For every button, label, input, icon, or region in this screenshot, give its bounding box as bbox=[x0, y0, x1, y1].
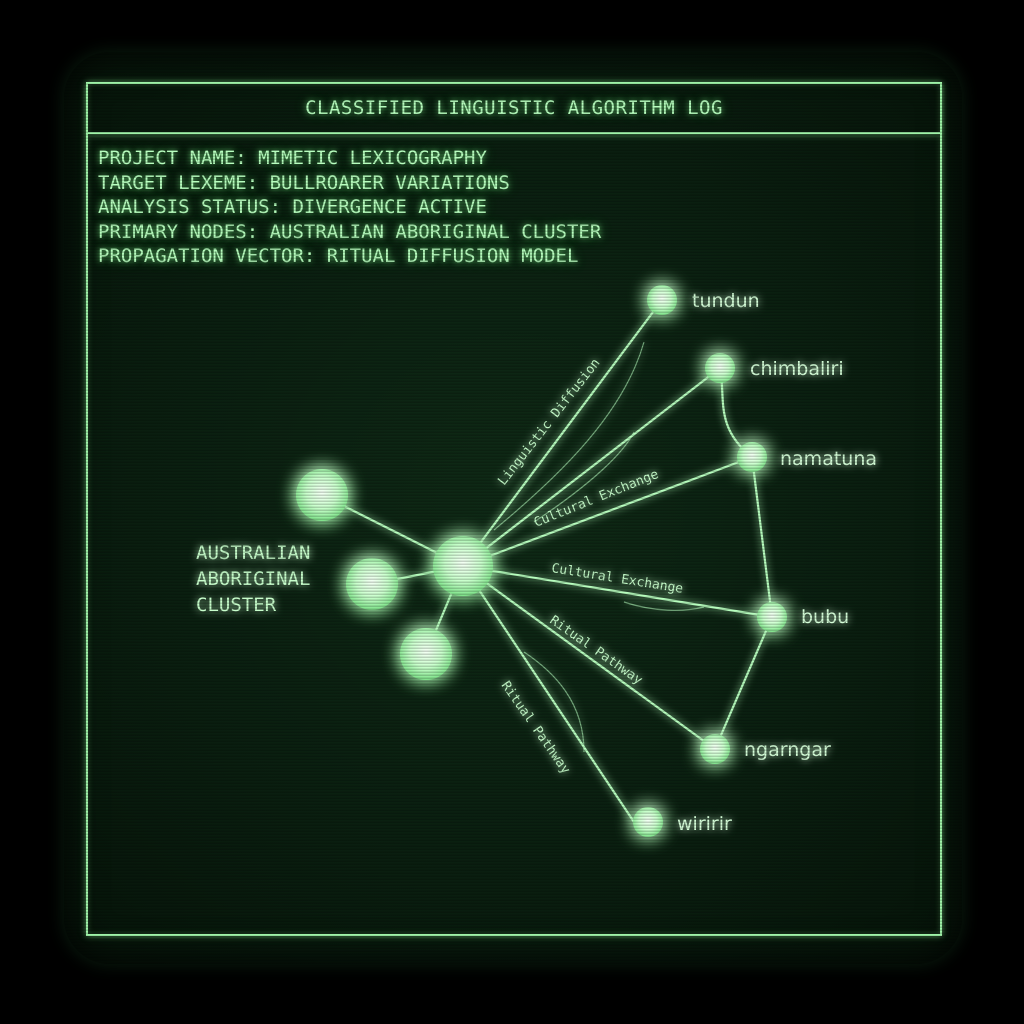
node-bubu bbox=[757, 602, 787, 632]
label-chimbaliri: chimbaliri bbox=[750, 358, 844, 380]
edge-namatuna-bubu bbox=[750, 456, 774, 618]
diffusion-diagram: tundun chimbaliri namatuna bubu ngarngar… bbox=[196, 285, 877, 837]
edge-to-wiririr bbox=[462, 565, 635, 823]
cluster-label-line-3: CLUSTER bbox=[196, 594, 277, 616]
label-namatuna: namatuna bbox=[780, 448, 877, 470]
cluster-label-line-1: AUSTRALIAN bbox=[196, 542, 310, 564]
meta-primary-nodes: PRIMARY NODES: AUSTRALIAN ABORIGINAL CLU… bbox=[98, 220, 602, 243]
meta-project-name: PROJECT NAME: MIMETIC LEXICOGRAPHY bbox=[98, 147, 487, 169]
hub-node bbox=[433, 536, 493, 596]
node-ngarngar bbox=[700, 734, 730, 764]
meta-target-lexeme: TARGET LEXEME: BULLROARER VARIATIONS bbox=[98, 171, 510, 194]
edge-bubu-ngarngar bbox=[713, 616, 774, 750]
cluster-nodes bbox=[296, 469, 493, 680]
log-frame: CLASSIFIED LINGUISTIC ALGORITHM LOG PROJ… bbox=[86, 82, 942, 936]
header-bar: CLASSIFIED LINGUISTIC ALGORITHM LOG bbox=[88, 84, 940, 134]
label-ngarngar: ngarngar bbox=[744, 739, 831, 761]
page-title: CLASSIFIED LINGUISTIC ALGORITHM LOG bbox=[305, 97, 723, 119]
edge-to-tundun bbox=[462, 299, 663, 567]
metadata-block: PROJECT NAME: MIMETIC LEXICOGRAPHY TARGE… bbox=[98, 146, 601, 269]
node-namatuna bbox=[737, 442, 767, 472]
edge-to-namatuna bbox=[462, 455, 753, 568]
cluster-node-b bbox=[346, 558, 398, 610]
label-tundun: tundun bbox=[692, 290, 760, 312]
node-chimbaliri bbox=[705, 353, 735, 383]
cluster-label-line-2: ABORIGINAL bbox=[196, 568, 310, 590]
leaf-nodes bbox=[633, 285, 787, 837]
node-tundun bbox=[647, 285, 677, 315]
node-labels: tundun chimbaliri namatuna bubu ngarngar… bbox=[677, 290, 877, 835]
edge-to-chimbaliri bbox=[462, 367, 721, 567]
cluster-label: AUSTRALIAN ABORIGINAL CLUSTER bbox=[196, 542, 310, 616]
cluster-node-a bbox=[296, 469, 348, 521]
cluster-node-c bbox=[400, 628, 452, 680]
edge-to-bubu bbox=[462, 564, 773, 619]
edge-to-ngarngar bbox=[462, 565, 716, 750]
node-wiririr bbox=[633, 807, 663, 837]
label-bubu: bubu bbox=[801, 606, 849, 628]
meta-propagation-vector: PROPAGATION VECTOR: RITUAL DIFFUSION MOD… bbox=[98, 245, 579, 267]
meta-analysis-status: ANALYSIS STATUS: DIVERGENCE ACTIVE bbox=[98, 196, 487, 218]
label-wiririr: wiririr bbox=[677, 813, 732, 835]
crt-screen: tundun chimbaliri namatuna bubu ngarngar… bbox=[64, 52, 962, 964]
